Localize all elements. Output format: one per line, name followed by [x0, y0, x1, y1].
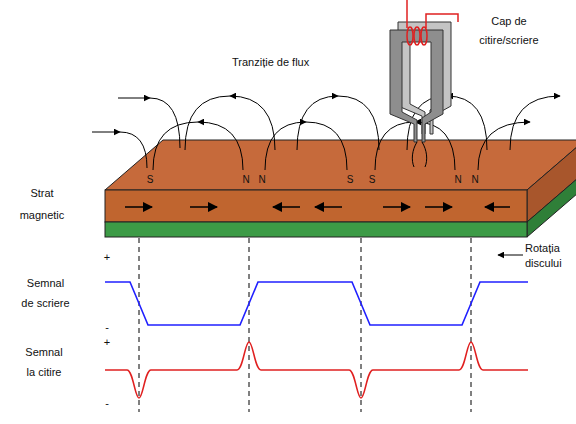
flux-line	[118, 98, 150, 99]
coil-lead	[426, 14, 458, 28]
part-label: Cap de citire/scriere	[478, 12, 540, 50]
domain-arrow	[125, 206, 152, 208]
plate-top	[105, 140, 576, 190]
magnetic-layer	[105, 190, 527, 222]
pole-letter: N	[241, 174, 251, 186]
polarity-sign: +	[103, 335, 111, 349]
polarity-sign: +	[103, 250, 111, 264]
domain-arrow	[485, 206, 510, 208]
signal-label: Semnal de scriere	[20, 273, 71, 313]
flux-line	[150, 98, 180, 148]
magnetization-arrows	[125, 206, 510, 208]
guide-line	[139, 238, 140, 412]
flux-line	[153, 122, 198, 170]
coil-turn	[407, 27, 413, 45]
flux-line	[306, 122, 347, 170]
substrate	[105, 222, 527, 237]
guide-line	[471, 238, 472, 412]
pole-letter: S	[367, 174, 377, 186]
domain-arrow	[315, 206, 342, 208]
pole-letter: S	[345, 174, 355, 186]
gap-flux	[412, 142, 417, 167]
gap-flux	[422, 142, 427, 167]
pole-letter: N	[257, 174, 267, 186]
rotation-arrow	[498, 255, 523, 256]
write-signal	[105, 282, 528, 325]
head-core	[390, 30, 443, 142]
annotation-label: Rotația discului	[525, 241, 573, 271]
head-coil	[407, 0, 458, 45]
coil-lead	[406, 0, 408, 28]
pole-letter: N	[453, 174, 463, 186]
flux-line	[265, 122, 306, 170]
signal-label: Semnal la citire	[22, 342, 66, 382]
domain-arrow	[273, 206, 300, 208]
pole-letter: N	[470, 174, 480, 186]
read-signal	[105, 342, 528, 398]
read-write-head	[390, 0, 458, 167]
flux-line	[478, 122, 530, 170]
guide-line	[249, 238, 250, 412]
polarity-sign: -	[103, 320, 111, 334]
guide-line	[361, 238, 362, 412]
flux-lines-front	[92, 122, 530, 170]
flux-line	[415, 122, 455, 170]
domain-arrow	[190, 206, 217, 208]
flux-line	[92, 132, 120, 133]
part-label: Strat magnetic	[17, 182, 67, 226]
annotation-label: Tranziție de flux	[232, 55, 309, 69]
flux-line	[338, 96, 379, 150]
flux-line	[198, 122, 243, 170]
coil-turn	[414, 27, 420, 45]
domain-arrow	[425, 206, 452, 208]
flux-line	[375, 122, 415, 170]
coil-turn	[421, 27, 427, 45]
domain-arrow	[383, 206, 410, 208]
flux-line	[447, 96, 487, 150]
plate-side-substrate	[527, 172, 576, 237]
flux-line	[120, 132, 147, 168]
pole-letter: S	[145, 174, 155, 186]
polarity-sign: -	[103, 396, 111, 410]
